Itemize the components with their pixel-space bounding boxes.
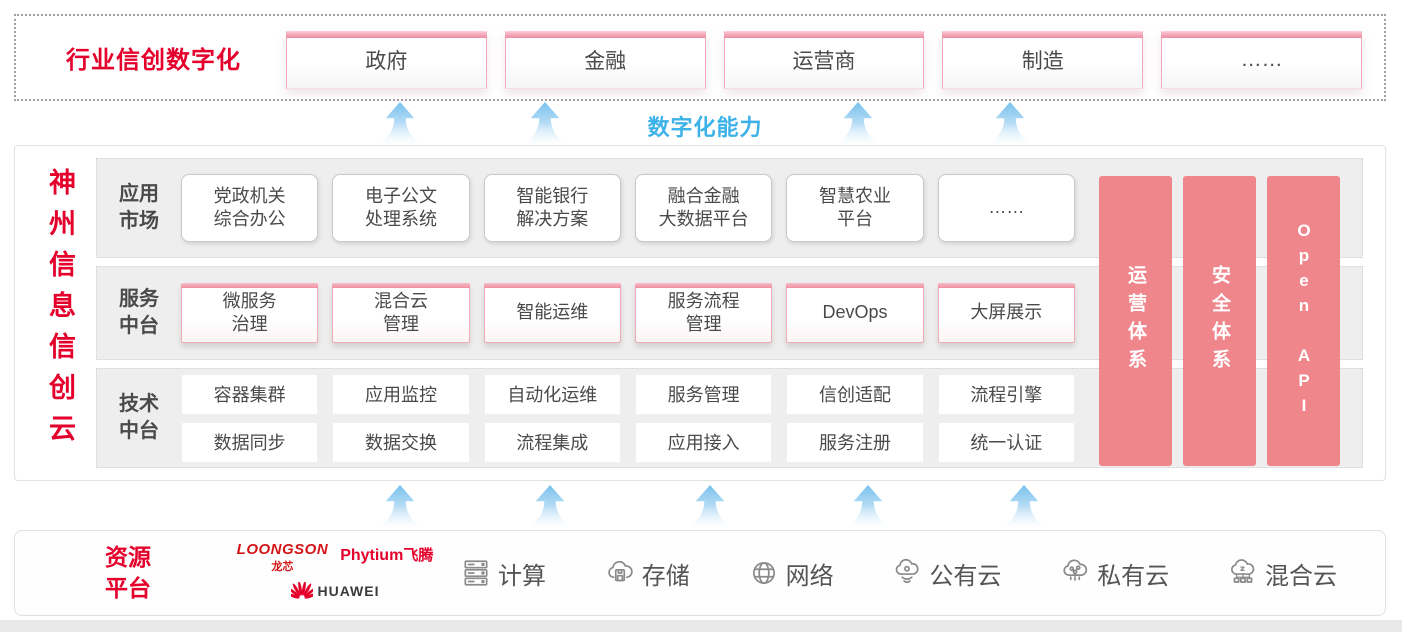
app-box: 智能银行 解决方案: [483, 174, 621, 242]
industry-boxes: 政府 金融 运营商 制造 ……: [286, 31, 1362, 89]
service-box: 混合云 管理: [332, 283, 470, 343]
server-icon: [464, 560, 488, 586]
service-middle-label: 服务 中台: [119, 288, 159, 337]
tech-box: 数据同步: [181, 421, 319, 463]
huawei-wordmark: HUAWEI: [317, 583, 380, 599]
phytium-wordmark: Phytium: [340, 547, 404, 564]
service-middle-boxes: 微服务 治理 混合云 管理 智能运维 服务流程 管理 DevOps 大屏展示: [181, 283, 1076, 343]
platform-title: 神州信息信创云: [45, 168, 75, 455]
phytium-logo: Phytium 飞腾: [340, 544, 433, 565]
tech-middle-boxes: 容器集群 应用监控 自动化运维 服务管理 信创适配 流程引擎 数据同步 数据交换…: [181, 373, 1075, 463]
pillar-label: 安全体系: [1209, 265, 1230, 377]
service-box: 微服务 治理: [181, 283, 319, 343]
resource-item-storage: 存储: [604, 556, 690, 591]
tech-middle-row: 技术 中台 容器集群 应用监控 自动化运维 服务管理 信创适配 流程引擎 数据同…: [96, 368, 1363, 468]
app-market-label: 应用 市场: [119, 183, 159, 232]
industry-box-government: 政府: [286, 31, 487, 89]
industry-box-more: ……: [1161, 31, 1362, 89]
resource-items: 计算 存储 网络 公有云: [460, 531, 1337, 615]
pillar-operations-system: 运营体系: [1099, 176, 1172, 466]
resource-item-compute: 计算: [460, 556, 546, 591]
industry-box-manufacturing: 制造: [942, 31, 1144, 89]
tech-box: 统一认证: [937, 421, 1075, 463]
loongson-logo: LOONGSON 龙芯: [237, 541, 329, 574]
public-cloud-icon: [896, 558, 919, 584]
private-cloud-icon: [1063, 559, 1088, 582]
tech-box: 数据交换: [332, 421, 470, 463]
tech-box: 信创适配: [786, 373, 924, 415]
service-box: 智能运维: [483, 283, 622, 343]
resource-item-label: 公有云: [929, 562, 1002, 590]
resource-item-label: 存储: [641, 562, 690, 590]
phytium-cn-name: 飞腾: [403, 547, 434, 564]
resource-item-label: 计算: [498, 562, 546, 590]
up-arrow-icon: [529, 485, 571, 527]
resource-platform-label: 资源 平台: [105, 543, 151, 601]
industry-box-operator: 运营商: [723, 31, 925, 89]
app-market-boxes: 党政机关 综合办公 电子公文 处理系统 智能银行 解决方案 融合金融 大数据平台…: [181, 174, 1075, 242]
up-arrow-icon: [524, 102, 566, 144]
loongson-cn-name: 龙芯: [271, 561, 294, 573]
storage-cloud-icon: [607, 560, 633, 582]
tech-box: 容器集群: [181, 373, 319, 415]
up-arrow-icon: [379, 485, 421, 527]
app-box: 融合金融 大数据平台: [634, 174, 773, 242]
tech-box: 流程集成: [483, 421, 621, 463]
service-box: 服务流程 管理: [634, 283, 773, 343]
pillar-open-api: Open API: [1267, 176, 1340, 466]
chip-vendor-logos: LOONGSON 龙芯 Phytium 飞腾: [215, 541, 455, 600]
resource-item-private-cloud: 私有云: [1059, 556, 1169, 591]
tech-box: 服务注册: [786, 421, 924, 463]
industry-band-title: 行业信创数字化: [66, 47, 241, 74]
huawei-logo: HUAWEI: [215, 582, 455, 600]
up-arrow-icon: [837, 102, 879, 144]
pillar-security-system: 安全体系: [1183, 176, 1256, 466]
app-box: 智慧农业 平台: [786, 174, 924, 242]
app-box: 党政机关 综合办公: [181, 174, 319, 242]
platform-rows: 应用 市场 党政机关 综合办公 电子公文 处理系统 智能银行 解决方案 融合金融…: [96, 158, 1363, 468]
tech-grid-top: 容器集群 应用监控 自动化运维 服务管理 信创适配 流程引擎: [181, 373, 1075, 415]
service-middle-row: 服务 中台 微服务 治理 混合云 管理 智能运维 服务流程 管理 DevOps …: [96, 266, 1363, 360]
tech-grid-bottom: 数据同步 数据交换 流程集成 应用接入 服务注册 统一认证: [181, 421, 1075, 463]
resource-item-label: 混合云: [1264, 562, 1337, 590]
tech-box: 应用监控: [332, 373, 470, 415]
resource-item-public-cloud: 公有云: [891, 556, 1001, 591]
bottom-gray-strip: [0, 620, 1402, 632]
resource-item-label: 私有云: [1097, 562, 1170, 590]
up-arrow-icon: [989, 102, 1031, 144]
tech-box: 应用接入: [634, 421, 773, 463]
industry-box-finance: 金融: [504, 31, 706, 89]
resource-item-network: 网络: [748, 556, 834, 591]
app-box: 电子公文 处理系统: [332, 174, 470, 242]
up-arrow-icon: [1003, 485, 1045, 527]
resource-platform-panel: 资源 平台 LOONGSON 龙芯 Phytium 飞腾: [14, 530, 1386, 616]
huawei-flower-icon: [290, 582, 313, 599]
service-box: 大屏展示: [937, 283, 1076, 343]
resource-item-label: 网络: [785, 562, 834, 590]
tech-box: 服务管理: [634, 373, 773, 415]
resource-item-hybrid-cloud: 混合云: [1227, 556, 1337, 591]
cloud-platform-panel: 神州信息信创云 应用 市场 党政机关 综合办公 电子公文 处理系统 智能银行 解…: [14, 145, 1386, 481]
pillar-label: 运营体系: [1125, 265, 1146, 377]
loongson-wordmark: LOONGSON: [236, 541, 329, 558]
app-box-more: ……: [937, 174, 1075, 242]
industry-band: 行业信创数字化 政府 金融 运营商 制造 ……: [14, 14, 1386, 101]
up-arrow-icon: [689, 485, 731, 527]
hybrid-cloud-icon: [1231, 559, 1255, 583]
network-globe-icon: [752, 562, 775, 584]
tech-box: 流程引擎: [937, 373, 1075, 415]
service-box: DevOps: [786, 283, 924, 343]
pillar-label: Open API: [1294, 221, 1314, 421]
tech-box: 自动化运维: [483, 373, 621, 415]
app-market-row: 应用 市场 党政机关 综合办公 电子公文 处理系统 智能银行 解决方案 融合金融…: [96, 158, 1363, 258]
capability-label: 数字化能力: [647, 115, 763, 140]
tech-middle-label: 技术 中台: [119, 393, 159, 442]
up-arrow-icon: [847, 485, 889, 527]
up-arrow-icon: [379, 102, 421, 144]
